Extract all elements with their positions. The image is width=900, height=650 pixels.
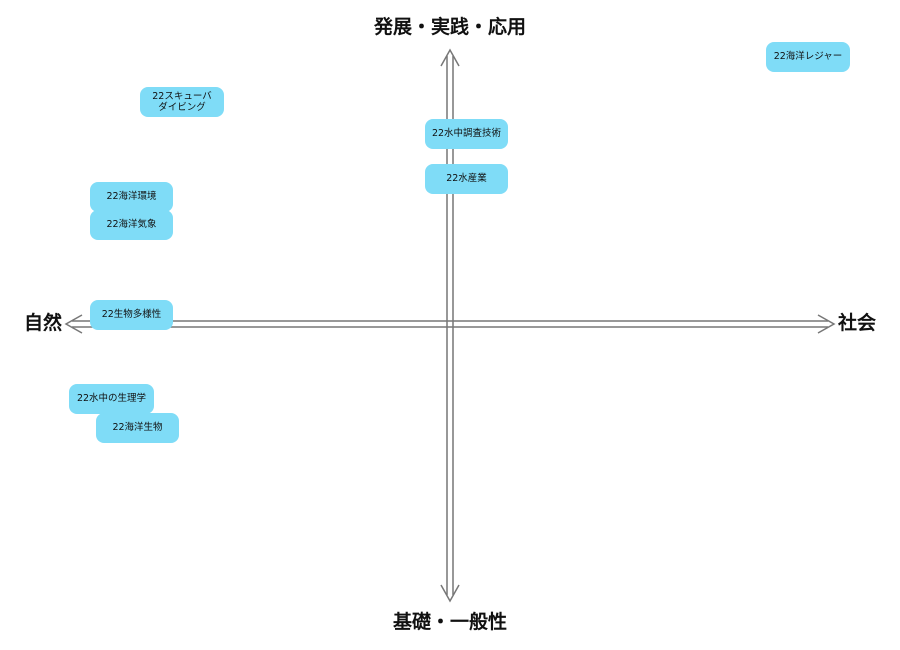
node-marine-leisure[interactable]: 22海洋レジャー <box>766 42 850 72</box>
axis-label-top: 発展・実践・応用 <box>373 16 527 38</box>
axis-label-left: 自然 <box>24 312 63 334</box>
node-fisheries[interactable]: 22水産業 <box>425 164 508 194</box>
axis-label-right: 社会 <box>838 312 877 334</box>
node-marine-life[interactable]: 22海洋生物 <box>96 413 179 443</box>
axis-label-bottom: 基礎・一般性 <box>392 611 508 633</box>
node-underwater-survey[interactable]: 22水中調査技術 <box>425 119 508 149</box>
node-underwater-physiology[interactable]: 22水中の生理学 <box>69 384 154 414</box>
horizontal-axis-arrow <box>64 314 836 334</box>
node-scuba-diving[interactable]: 22スキューバ ダイビング <box>140 87 224 117</box>
node-marine-weather[interactable]: 22海洋気象 <box>90 210 173 240</box>
node-marine-environment[interactable]: 22海洋環境 <box>90 182 173 212</box>
node-biodiversity[interactable]: 22生物多様性 <box>90 300 173 330</box>
